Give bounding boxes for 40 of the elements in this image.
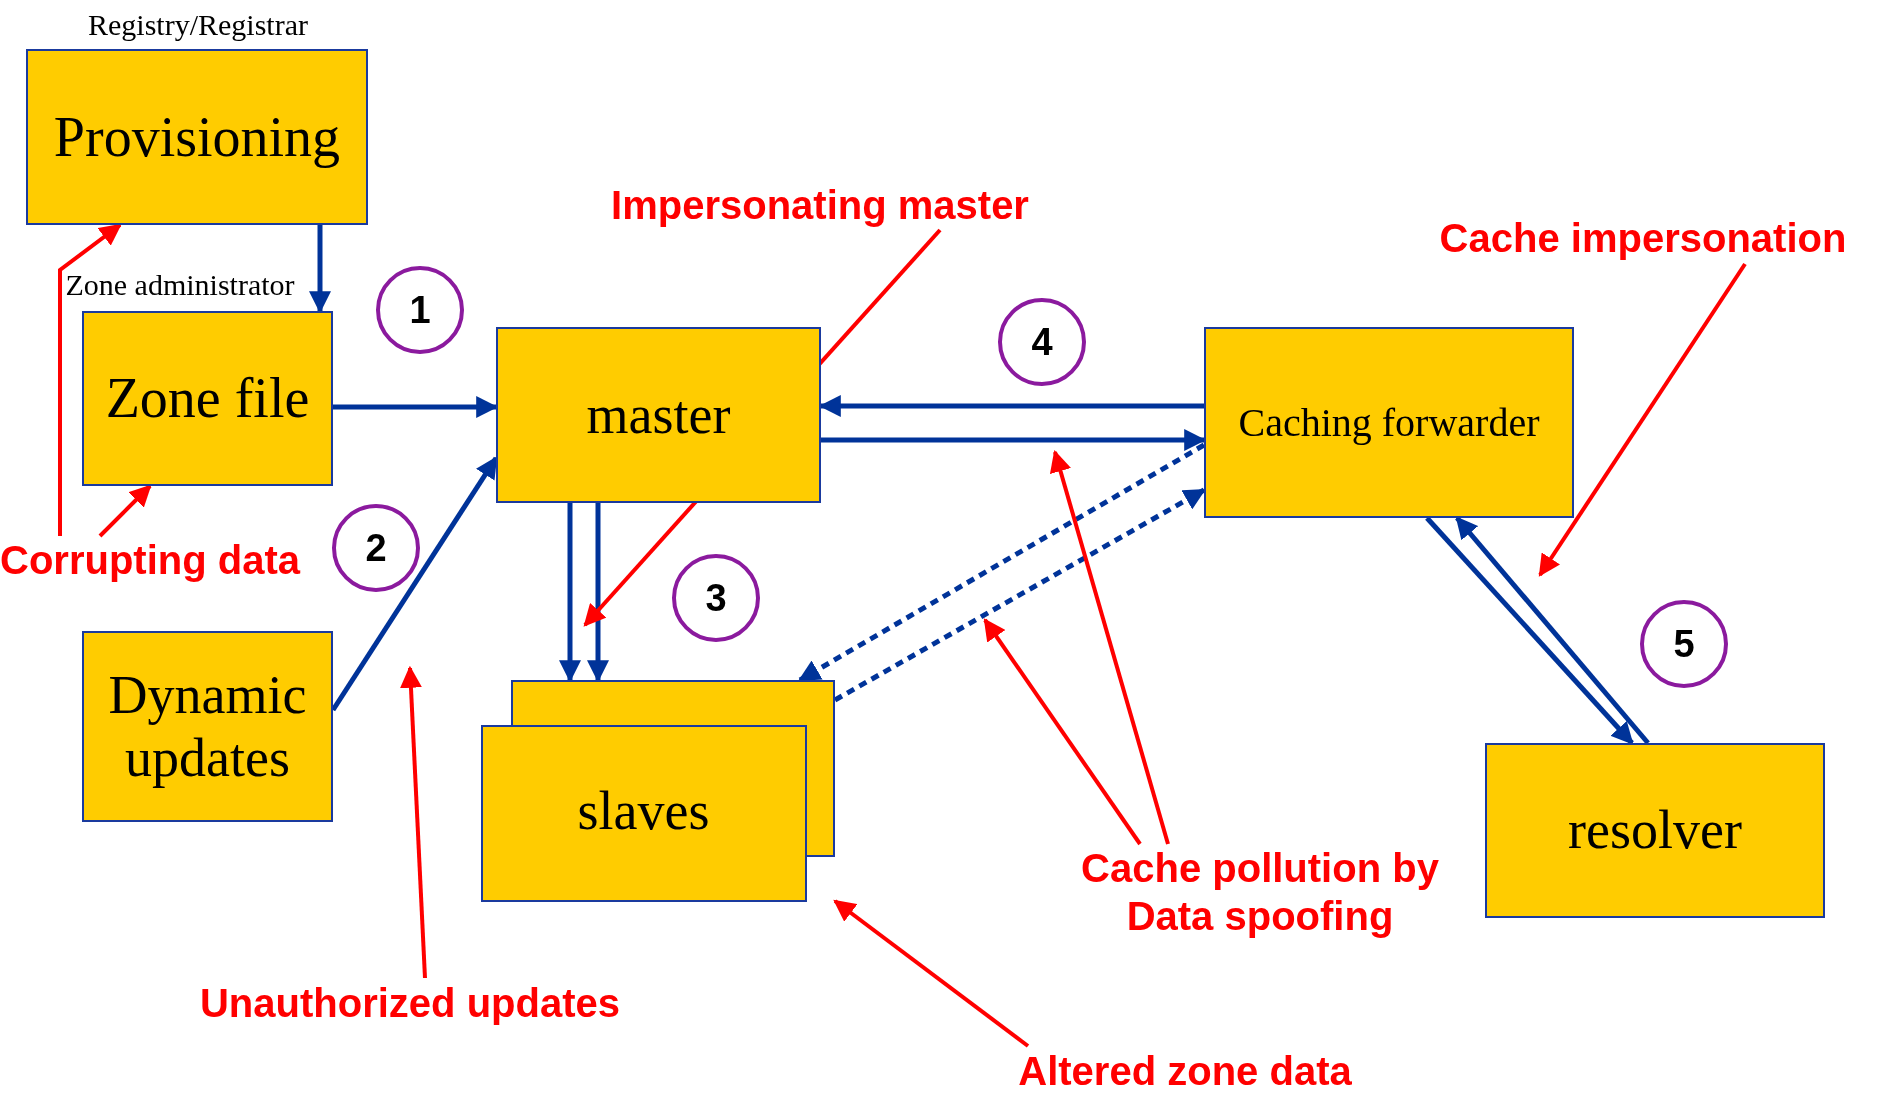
- process-box: [1204, 327, 1574, 518]
- arrow: [1425, 516, 1634, 745]
- leader-arrow: [399, 665, 427, 979]
- leader-arrow: [983, 618, 1142, 846]
- process-box: [26, 49, 368, 225]
- leader-arrow: [58, 223, 122, 536]
- arrow: [559, 503, 581, 683]
- threat-text: Unauthorized updates: [200, 980, 620, 1027]
- step-number: 1: [409, 288, 431, 332]
- node-label: Dynamic updates: [107, 664, 308, 789]
- role-caption: Zone administrator: [65, 268, 295, 302]
- arrow: [1455, 516, 1650, 745]
- threat-text: Impersonating master: [611, 182, 1029, 229]
- arrow: [309, 225, 331, 314]
- node-label: master: [586, 383, 731, 447]
- step-number: 3: [705, 576, 727, 620]
- node-label: Caching forwarder: [1238, 399, 1540, 446]
- process-box: [82, 311, 333, 486]
- threat-text: Cache pollution by Data spoofing: [1080, 845, 1440, 940]
- role-caption: Registry/Registrar: [88, 8, 308, 42]
- leader-arrow: [833, 899, 1030, 1048]
- dashed-arrow: [798, 442, 1206, 683]
- leader-arrow: [1049, 449, 1170, 845]
- leader-arrow: [1538, 262, 1747, 577]
- process-box: [496, 327, 821, 503]
- leader-arrow: [98, 484, 152, 538]
- process-box: [82, 631, 333, 822]
- threat-text: Altered zone data: [1018, 1048, 1352, 1095]
- node-label: slaves: [576, 780, 711, 842]
- step-number: 5: [1673, 622, 1695, 666]
- node-label: Provisioning: [53, 104, 341, 170]
- process-box: [1485, 743, 1825, 918]
- step-number: 4: [1031, 320, 1053, 364]
- arrow: [587, 503, 609, 683]
- node-label: resolver: [1568, 799, 1742, 862]
- threat-text: Corrupting data: [0, 537, 300, 584]
- step-number: 2: [365, 526, 387, 570]
- threat-text: Cache impersonation: [1439, 215, 1847, 262]
- stacked-process-box: [481, 680, 835, 902]
- node-label: Zone file: [105, 366, 310, 431]
